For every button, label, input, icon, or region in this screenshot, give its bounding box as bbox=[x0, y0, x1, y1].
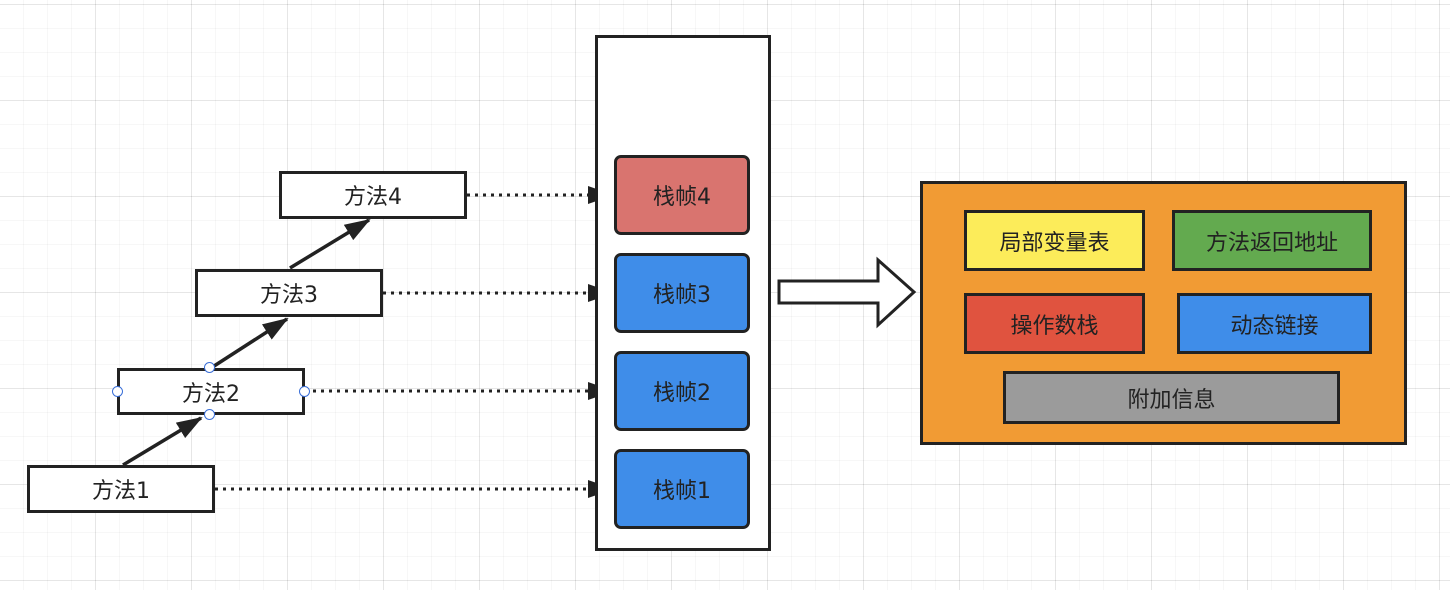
arrow-method1-to-method2 bbox=[122, 416, 203, 467]
arrow-method2-to-method3 bbox=[210, 317, 289, 370]
arrow-method3-to-method4 bbox=[289, 218, 371, 270]
selection-handle-right[interactable] bbox=[299, 386, 310, 397]
local-variable-table[interactable]: 局部变量表 bbox=[964, 210, 1145, 271]
stack-frame-1[interactable]: 栈帧1 bbox=[614, 449, 750, 529]
selection-handle-top[interactable] bbox=[204, 362, 215, 373]
method-return-address[interactable]: 方法返回地址 bbox=[1172, 210, 1372, 271]
method-1[interactable]: 方法1 bbox=[27, 465, 215, 513]
selection-handle-left[interactable] bbox=[112, 386, 123, 397]
selection-handle-bottom[interactable] bbox=[204, 409, 215, 420]
stack-frame-4[interactable]: 栈帧4 bbox=[614, 155, 750, 235]
method-4[interactable]: 方法4 bbox=[279, 171, 467, 219]
stack-frame-2[interactable]: 栈帧2 bbox=[614, 351, 750, 431]
dynamic-linking[interactable]: 动态链接 bbox=[1177, 293, 1372, 354]
method-3[interactable]: 方法3 bbox=[195, 269, 383, 317]
stack-frame-3[interactable]: 栈帧3 bbox=[614, 253, 750, 333]
block-arrow-stack-to-details bbox=[777, 256, 917, 329]
method-2[interactable]: 方法2 bbox=[117, 368, 305, 415]
operand-stack[interactable]: 操作数栈 bbox=[964, 293, 1145, 354]
additional-info[interactable]: 附加信息 bbox=[1003, 371, 1340, 424]
